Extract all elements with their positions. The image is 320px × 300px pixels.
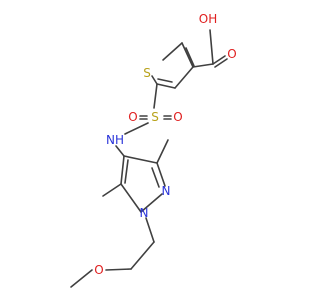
bond-lines <box>70 29 228 288</box>
thiophene-sulfur-label: S <box>143 66 151 80</box>
ether-oxygen-label: O <box>94 263 103 277</box>
sulfonyl-oxygen-left-label: O <box>128 110 137 124</box>
molecule-structure: S S O O OH O NH N N O <box>70 12 237 288</box>
sulfonyl-sulfur-label: S <box>151 110 159 124</box>
pyrazole-ring-nitrogen-label: N <box>162 184 171 198</box>
sulfonamide-nh-label: NH <box>106 133 124 147</box>
carboxyl-oxygen-label: O <box>227 47 236 61</box>
carboxyl-hydroxyl-label: OH <box>199 12 217 26</box>
pyrazole-substituted-nitrogen-label: N <box>140 206 149 220</box>
sulfonyl-oxygen-right-label: O <box>173 110 182 124</box>
